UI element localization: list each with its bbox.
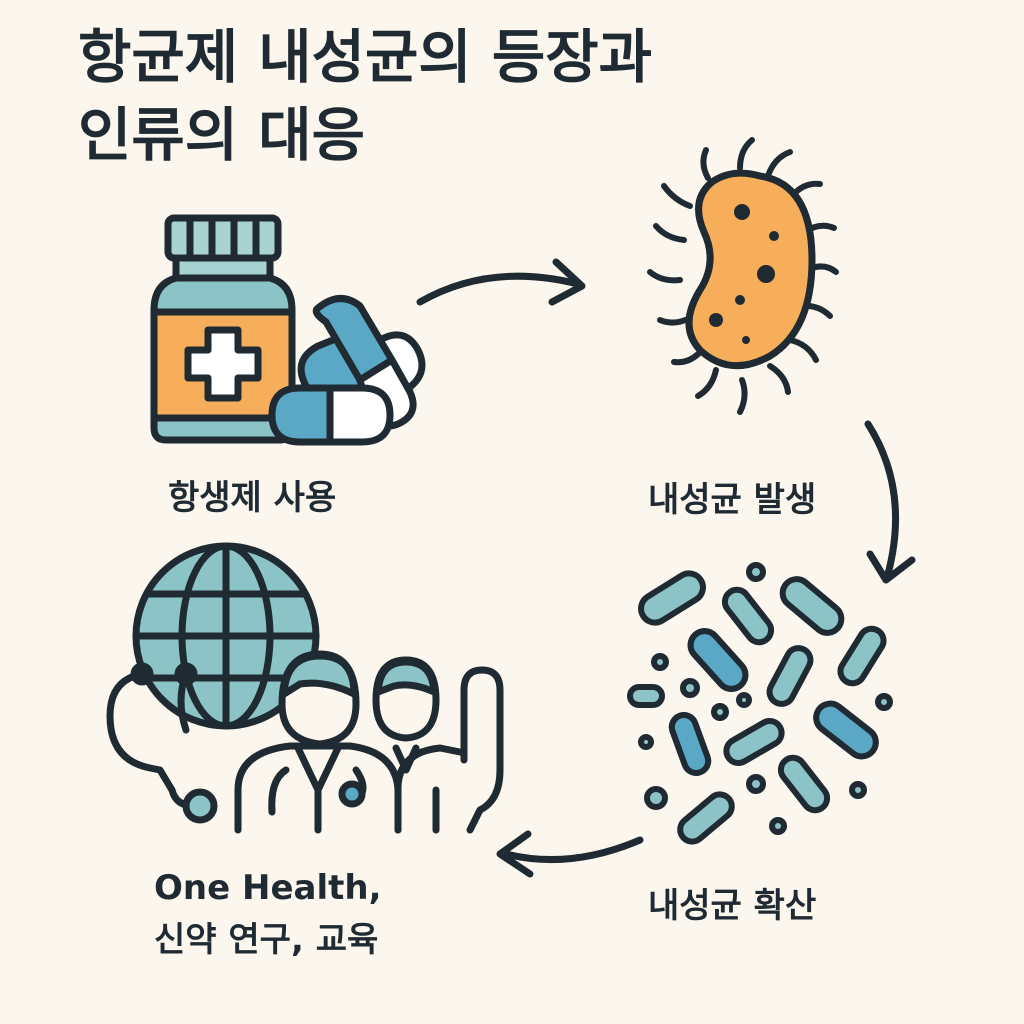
title-line-2: 인류의 대응 (78, 101, 365, 169)
step-label-resistance-spread: 내성균 확산 (648, 886, 817, 926)
arrow-to-emergence (416, 272, 582, 306)
arrow-head-1 (548, 258, 586, 306)
step-label-antibiotic-use: 항생제 사용 (168, 478, 337, 518)
capsule-icon (268, 384, 394, 446)
bacteria-colony-icon (627, 562, 893, 845)
arrow-head-2 (866, 550, 916, 584)
arrow-to-response (502, 836, 644, 864)
medicine-bottle-icon (150, 214, 296, 444)
step-label-resistance-emergence: 내성균 발생 (648, 480, 817, 520)
title-line-1: 항균제 내성균의 등장과 (78, 23, 652, 91)
diagram-title: 항균제 내성균의 등장과 인류의 대응 (78, 18, 978, 174)
response-line-2: 신약 연구, 교육 (154, 920, 379, 960)
arrow-to-spread (864, 420, 899, 578)
globe-doctors-icon (106, 542, 504, 834)
bacterium-icon (647, 137, 839, 415)
capsule-icon (297, 295, 426, 430)
step-label-response: One Health, 신약 연구, 교육 (154, 862, 382, 966)
cycle-arrows (416, 258, 916, 878)
bacterium-body (685, 169, 816, 370)
arrow-head-3 (496, 830, 534, 878)
response-line-1: One Health, (154, 868, 382, 908)
